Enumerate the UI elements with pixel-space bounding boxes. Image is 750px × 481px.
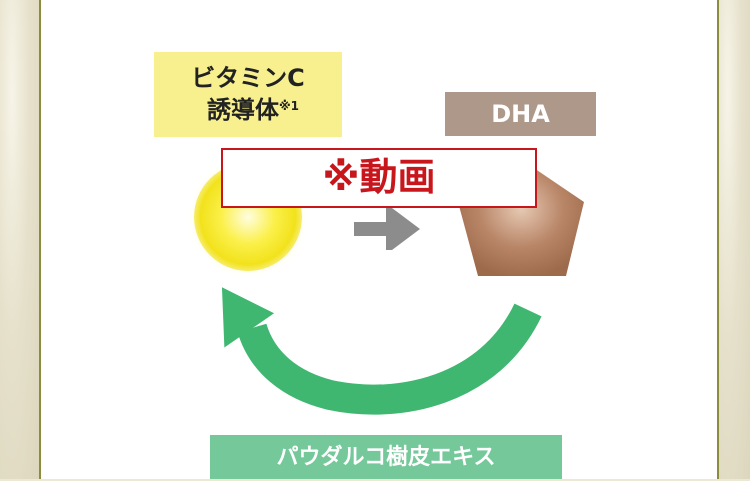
- vitamin-c-label-line2: 誘導体: [206, 96, 279, 124]
- vitamin-c-label-line2-wrap: 誘導体※1: [154, 94, 342, 126]
- left-decor-border: [0, 0, 40, 479]
- cycle-arrow-icon: [221, 287, 542, 415]
- bark-extract-label: パウダルコ樹皮エキス: [210, 435, 562, 479]
- video-placeholder-note: ※動画: [221, 148, 537, 208]
- dha-label: DHA: [445, 92, 596, 136]
- vitamin-c-footnote: ※1: [278, 99, 299, 113]
- vitamin-c-label: ビタミンC 誘導体※1: [154, 52, 342, 137]
- vitamin-c-label-line1: ビタミンC: [191, 64, 305, 92]
- right-decor-border: [718, 0, 750, 479]
- arrow-right-icon: [354, 208, 420, 250]
